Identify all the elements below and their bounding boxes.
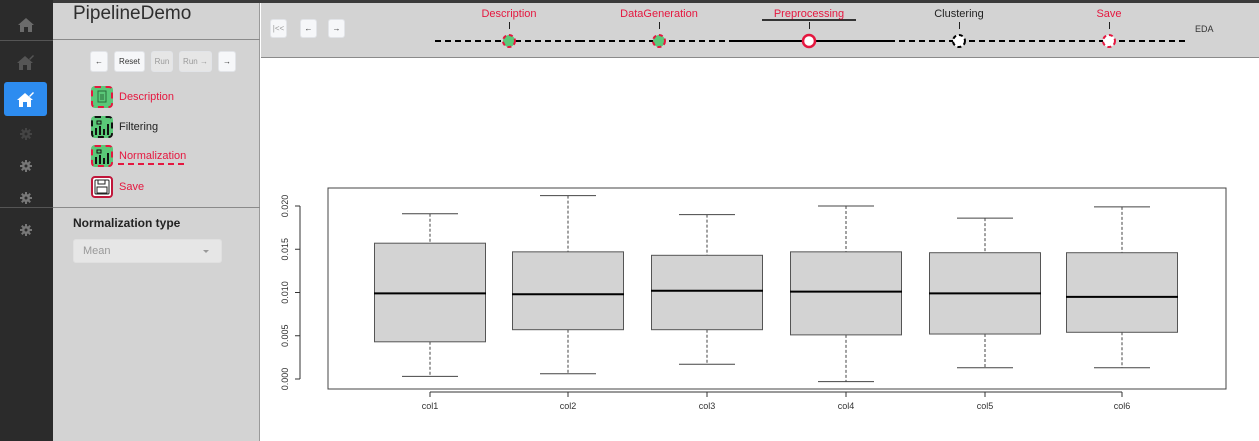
svg-text:col5: col5 [977, 401, 994, 411]
document-icon [91, 86, 113, 108]
stage-tick [659, 22, 660, 29]
stage-node-save [1102, 34, 1116, 48]
run-button[interactable]: Run [151, 51, 173, 72]
side-panel: PipelineDemo ← Reset Run Run → → Descrip… [53, 3, 260, 441]
rail-active-pipeline-button[interactable] [4, 82, 47, 116]
svg-text:0.015: 0.015 [280, 238, 290, 261]
step-save[interactable]: Save [91, 176, 144, 198]
select-value: Mean [83, 245, 111, 257]
stage-label-save[interactable]: Save [1096, 8, 1122, 20]
svg-text:col4: col4 [838, 401, 855, 411]
pipeline-bar: |<< ← → Description DataGeneration Prepr… [261, 3, 1259, 58]
stage-label-datageneration[interactable]: DataGeneration [620, 8, 698, 20]
rail-divider [0, 207, 53, 208]
rail-pipeline-button[interactable] [4, 45, 47, 79]
forward-button[interactable]: → [218, 51, 236, 72]
stage-label-preprocessing[interactable]: Preprocessing [773, 8, 845, 20]
stage-node-description [502, 34, 516, 48]
stage-tick [509, 22, 510, 29]
step-label: Normalization [119, 150, 187, 162]
home-edit-icon [17, 91, 34, 107]
first-stage-button[interactable]: |<< [270, 19, 287, 38]
svg-text:col3: col3 [699, 401, 716, 411]
floppy-disk-icon [91, 176, 113, 198]
panel-divider [53, 39, 260, 40]
run-next-button[interactable]: Run → [179, 51, 212, 72]
chart-icon [91, 145, 113, 167]
stage-node-clustering [952, 34, 966, 48]
rail-divider [0, 40, 53, 41]
step-description[interactable]: Description [91, 86, 174, 108]
step-label: Save [119, 181, 145, 193]
svg-text:0.010: 0.010 [280, 281, 290, 304]
normalization-type-label: Normalization type [73, 216, 181, 230]
rail-settings-button-2[interactable] [4, 149, 47, 183]
app-title: PipelineDemo [73, 3, 192, 24]
normalization-type-select[interactable]: Mean [73, 239, 222, 263]
prev-stage-button[interactable]: ← [300, 19, 317, 38]
back-button[interactable]: ← [90, 51, 108, 72]
window-top-strip [0, 0, 1259, 3]
pipeline-track [435, 19, 1185, 49]
stage-label-clustering[interactable]: Clustering [934, 8, 984, 20]
svg-text:0.020: 0.020 [280, 195, 290, 218]
stage-node-preprocessing [801, 33, 817, 49]
svg-text:col1: col1 [422, 401, 439, 411]
svg-text:0.000: 0.000 [280, 368, 290, 391]
gear-icon [19, 192, 32, 204]
stage-tick [959, 22, 960, 29]
svg-text:col2: col2 [560, 401, 577, 411]
gear-icon [19, 128, 32, 140]
step-label: Description [119, 91, 175, 103]
gear-icon [19, 224, 32, 236]
stage-label-eda[interactable]: EDA [1195, 24, 1214, 34]
reset-button[interactable]: Reset [114, 51, 145, 72]
home-edit-icon [17, 54, 34, 70]
svg-text:0.005: 0.005 [280, 324, 290, 347]
rail-home-button[interactable] [4, 8, 47, 42]
next-stage-button[interactable]: → [328, 19, 345, 38]
step-label: Filtering [119, 121, 159, 133]
stage-tick [809, 22, 810, 29]
stage-label-description[interactable]: Description [481, 8, 537, 20]
rail-settings-button-1[interactable] [4, 117, 47, 151]
chevron-down-icon [203, 250, 209, 253]
stage-node-datageneration [652, 34, 666, 48]
rail-settings-button-4[interactable] [4, 213, 47, 247]
chart-icon [91, 116, 113, 138]
step-controls: ← Reset Run Run → → [90, 51, 236, 72]
gear-icon [19, 160, 32, 172]
step-normalization[interactable]: Normalization [91, 145, 186, 167]
step-filtering[interactable]: Filtering [91, 116, 158, 138]
boxplot-output: 0.000 0.005 0.010 0.015 0.020 col1 col2 col3 col… [261, 59, 1259, 441]
panel-divider [53, 207, 260, 208]
svg-text:col6: col6 [1114, 401, 1131, 411]
rail-settings-button-3[interactable] [4, 181, 47, 215]
boxplot-chart: 0.000 0.005 0.010 0.015 0.020 col1 col2 col3 col… [280, 187, 1227, 411]
stage-tick [1109, 22, 1110, 29]
left-rail [0, 0, 53, 441]
current-step-underline [118, 163, 184, 165]
home-icon [17, 18, 34, 32]
